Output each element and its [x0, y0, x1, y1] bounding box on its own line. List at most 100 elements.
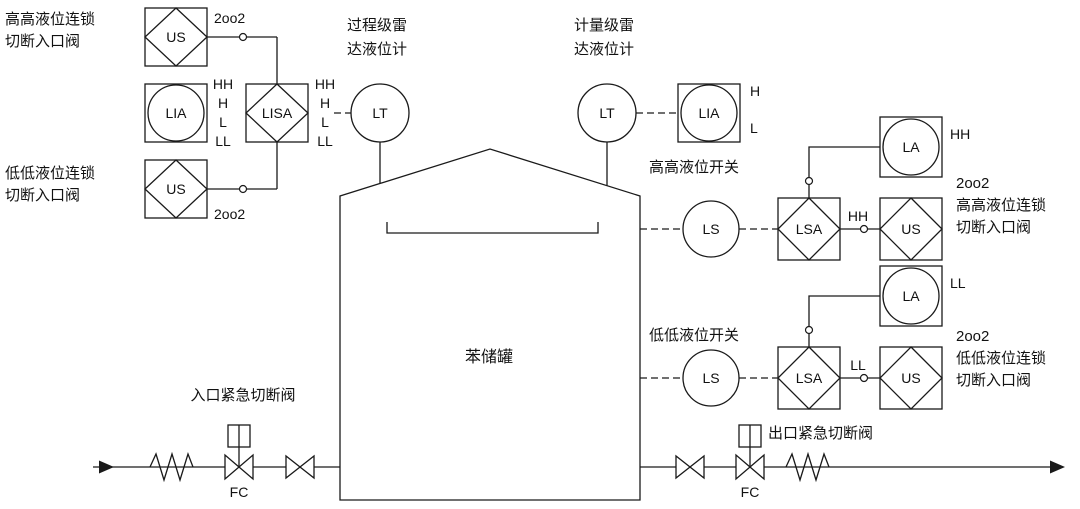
outlet-manual-valve: [675, 454, 705, 480]
lt-left-tag: LT: [372, 105, 388, 121]
ll-branch-note-line1: 2oo2: [956, 328, 989, 345]
lsa-la-alarm-line: [808, 146, 880, 198]
lsa-top-tag: LSA: [796, 221, 823, 237]
lisa-setpoints: HH H L LL: [315, 76, 335, 149]
ll-interlock-note-line2: 切断入口阀: [5, 187, 80, 204]
junction-node: [859, 373, 869, 383]
instrument-us-bottom-left: US: [144, 159, 208, 219]
setpoint-l: L: [321, 114, 329, 130]
valve-right-wing: [688, 454, 705, 480]
setpoint-ll: LL: [317, 133, 333, 149]
instrument-lia-right: LIA H L: [677, 83, 760, 143]
lsa-bottom-diamond: [777, 346, 841, 410]
lia-right-circle: [680, 84, 738, 142]
trip-setpoint-ll: LL: [850, 357, 866, 373]
ll-switch-label: 低低液位开关: [649, 327, 739, 344]
process-radar-note-line2: 达液位计: [347, 41, 407, 58]
tank-internal-baffle: [386, 222, 599, 234]
trip-setpoint-hh: HH: [848, 208, 868, 224]
lsa-top-diamond: [777, 197, 841, 261]
us-bottom-to-lisa-link: [207, 142, 278, 194]
us-top-diamond: [144, 7, 208, 67]
lia-right-setpoint-h: H: [750, 83, 760, 99]
hh-interlock-note-line2: 切断入口阀: [5, 33, 80, 50]
outlet-flex-coil: [785, 451, 830, 483]
la-bottom-setpoint: LL: [950, 275, 966, 291]
metering-radar-note-line2: 达液位计: [574, 41, 634, 58]
setpoint-ll: LL: [215, 133, 231, 149]
hh-branch-note-line3: 切断入口阀: [956, 219, 1031, 236]
inlet-fc-label: FC: [230, 484, 249, 500]
la-top-circle: [882, 118, 940, 176]
ls-top-tag: LS: [702, 221, 719, 237]
junction-node: [238, 184, 248, 194]
us-right-top-tag: US: [901, 221, 920, 237]
instrument-lt-left: 过程级雷 达液位计 LT: [334, 17, 410, 183]
la-bottom-circle: [882, 267, 940, 325]
la-bottom-tag: LA: [902, 288, 920, 304]
storage-tank: 苯储罐: [339, 148, 641, 501]
la-top-tag: LA: [902, 139, 920, 155]
junction-node: [804, 325, 814, 335]
metering-radar-note-line1: 计量级雷: [574, 17, 634, 34]
instrument-us-top-left: US: [144, 7, 208, 67]
hh-switch-branch: 高高液位开关 LS LSA HH LA HH US 2oo2 高高液位连锁 切断…: [640, 116, 1046, 261]
lsa-bottom-tag: LSA: [796, 370, 823, 386]
us-bottom-tag: US: [166, 181, 185, 197]
ll-branch-note-line2: 低低液位连锁: [956, 350, 1046, 367]
hh-branch-note-line1: 2oo2: [956, 175, 989, 192]
setpoint-hh: HH: [315, 76, 335, 92]
hh-branch-note-line2: 高高液位连锁: [956, 197, 1046, 214]
voting-label-top: 2oo2: [214, 10, 245, 26]
us-right-bottom-tag: US: [901, 370, 920, 386]
outlet-fc-label: FC: [741, 484, 760, 500]
setpoint-h: H: [218, 95, 228, 111]
valve-left-wing: [675, 454, 692, 480]
outlet-valve-right-wing: [749, 453, 765, 481]
setpoint-h: H: [320, 95, 330, 111]
lia-right-setpoint-l: L: [750, 120, 758, 136]
ll-switch-branch: 低低液位开关 LS LSA LL LA LL US 2oo2 低低液位连锁 切断…: [640, 265, 1046, 410]
valve-right-wing: [298, 454, 315, 480]
inlet-manual-valve: [285, 454, 315, 480]
inlet-flex-coil: [149, 451, 194, 483]
us-right-bottom-diamond: [879, 346, 943, 410]
inlet-esd-valve: FC: [224, 424, 254, 500]
us-bottom-diamond: [144, 159, 208, 219]
junction-node: [238, 32, 248, 42]
outlet-piping: 出口紧急切断阀 FC: [640, 424, 1065, 500]
us-top-to-lisa-link: [207, 32, 278, 84]
us-top-tag: US: [166, 29, 185, 45]
ls-bottom-tag: LS: [702, 370, 719, 386]
lia-left-setpoints: HH H L LL: [213, 76, 233, 149]
outlet-esd-label: 出口紧急切断阀: [768, 425, 873, 442]
lsa-la-alarm-line: [808, 295, 880, 347]
hh-interlock-note-line1: 高高液位连锁: [5, 11, 95, 28]
outlet-valve-left-wing: [735, 453, 751, 481]
inlet-valve-left-wing: [224, 453, 240, 481]
process-radar-note-line1: 过程级雷: [347, 17, 407, 34]
valve-left-wing: [285, 454, 302, 480]
instrument-lt-right: 计量级雷 达液位计 LT: [574, 17, 678, 186]
voting-label-bottom: 2oo2: [214, 206, 245, 222]
hh-switch-label: 高高液位开关: [649, 159, 739, 176]
ll-branch-note-line3: 切断入口阀: [956, 372, 1031, 389]
lisa-tag: LISA: [262, 105, 293, 121]
ll-interlock-note-line1: 低低液位连锁: [5, 165, 95, 182]
la-top-setpoint: HH: [950, 126, 970, 142]
inlet-valve-right-wing: [238, 453, 254, 481]
setpoint-l: L: [219, 114, 227, 130]
junction-node: [804, 176, 814, 186]
tank-label: 苯储罐: [465, 348, 513, 366]
junction-node: [859, 224, 869, 234]
inlet-esd-label: 入口紧急切断阀: [190, 387, 295, 404]
us-right-top-diamond: [879, 197, 943, 261]
inlet-piping: 入口紧急切断阀 FC: [93, 387, 340, 500]
outlet-flow-arrow: [1050, 460, 1065, 474]
instrument-lia-left: LIA: [144, 83, 208, 143]
setpoint-hh: HH: [213, 76, 233, 92]
tank-outline: [339, 148, 641, 501]
left-notes: 高高液位连锁 切断入口阀 低低液位连锁 切断入口阀: [5, 11, 95, 204]
